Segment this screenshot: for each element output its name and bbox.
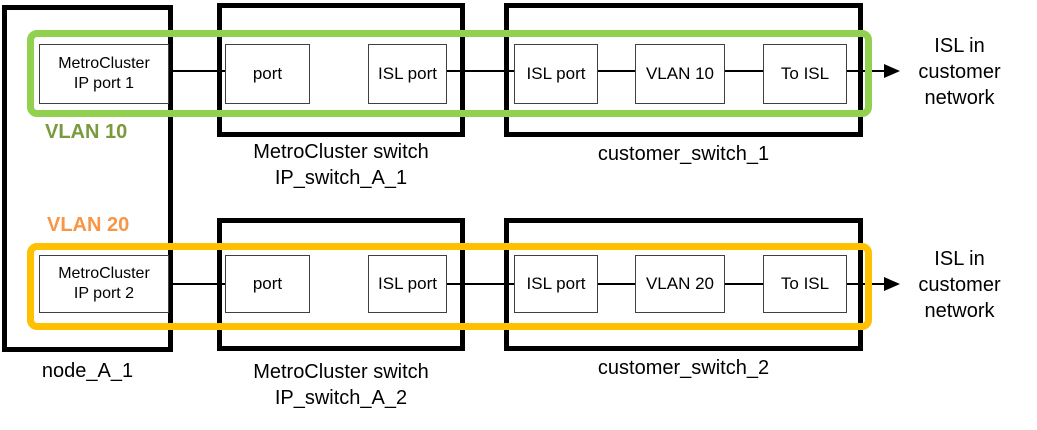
node-ip-port1-box: MetroCluster IP port 1 [39, 44, 169, 104]
connector-islport-to-vlan20 [598, 283, 635, 285]
node-a1-box [2, 5, 173, 352]
isl-customer-network-text-row1: ISL in customer network [918, 35, 1001, 109]
customer-switch1-box [504, 3, 863, 137]
mc-switch2-box [217, 218, 465, 351]
customer1-to-isl-box: To ISL [763, 44, 847, 104]
switch2-port-box: port [225, 255, 310, 313]
customer-switch2-label: customer_switch_2 [597, 357, 770, 379]
mc-switch2-label: MetroCluster switch IP_switch_A_2 [253, 361, 429, 409]
switch1-port-box: port [225, 44, 310, 104]
connector-node-to-switch1 [169, 70, 225, 72]
mc-switch1-box [217, 3, 465, 137]
connector-vlan20-to-toisl [725, 283, 763, 285]
connector-node-to-switch2 [169, 283, 225, 285]
connector-vlan10-to-toisl [725, 70, 763, 72]
customer2-to-isl-box: To ISL [763, 255, 847, 313]
arrow-head-row2-icon [884, 277, 900, 291]
customer-switch2-box [504, 218, 863, 351]
customer1-vlan10-box: VLAN 10 [635, 44, 725, 104]
customer1-isl-port-box: ISL port [514, 44, 598, 104]
mc-switch1-label: MetroCluster switch IP_switch_A_1 [253, 141, 429, 189]
isl-customer-network-text-row2: ISL in customer network [918, 248, 1001, 322]
customer2-isl-port-box: ISL port [514, 255, 598, 313]
switch1-isl-port-box: ISL port [368, 44, 447, 104]
node-a1-label: node_A_1 [41, 360, 134, 382]
node-ip-port2-box: MetroCluster IP port 2 [39, 255, 169, 313]
connector-switch1-to-customer1 [447, 70, 514, 72]
vlan20-label: VLAN 20 [47, 214, 130, 236]
connector-islport-to-vlan10 [598, 70, 635, 72]
vlan10-label: VLAN 10 [45, 121, 128, 143]
customer2-vlan20-box: VLAN 20 [635, 255, 725, 313]
arrow-head-row1-icon [884, 64, 900, 78]
switch2-isl-port-box: ISL port [368, 255, 447, 313]
connector-switch2-to-customer2 [447, 283, 514, 285]
customer-switch1-label: customer_switch_1 [597, 143, 770, 165]
